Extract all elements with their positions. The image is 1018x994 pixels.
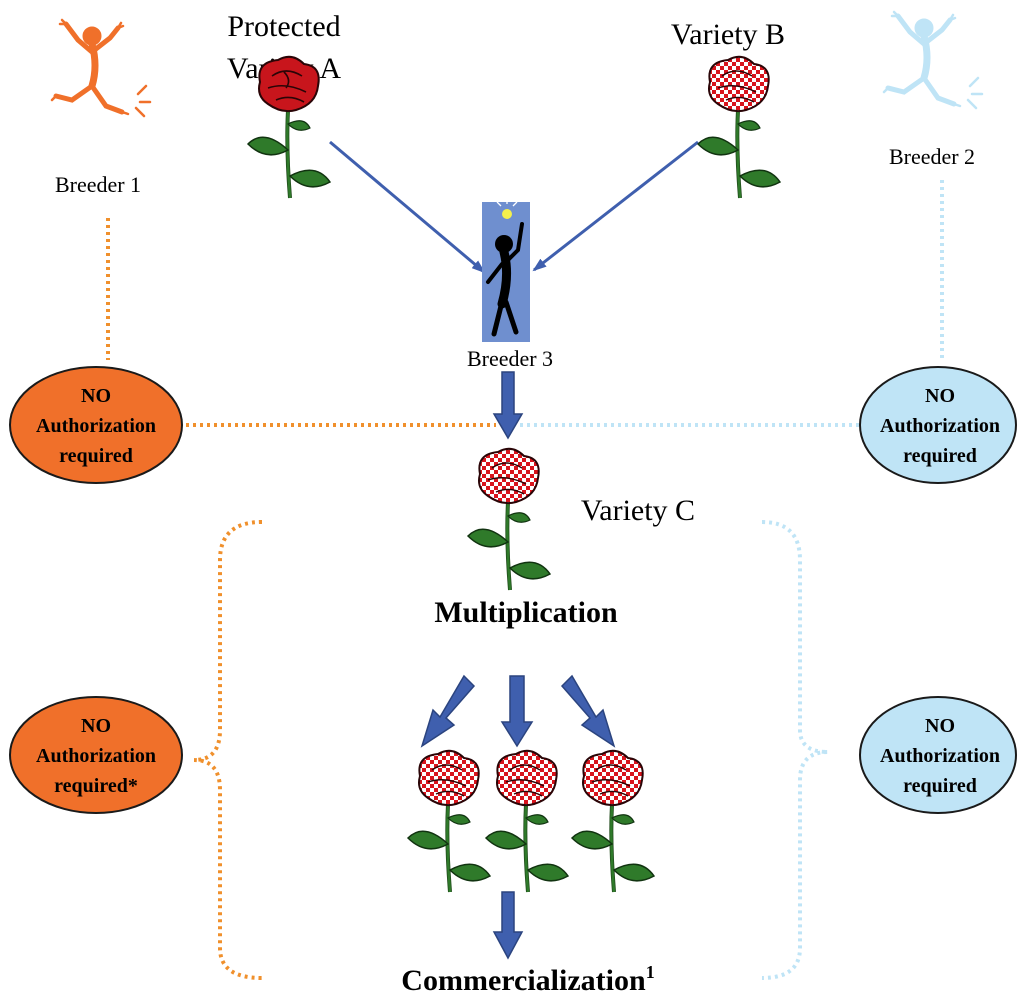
svg-text:required: required [903, 445, 977, 467]
variety-b-label: Variety B [671, 18, 785, 51]
auth-badge-breeder2-bottom: NO Authorization required [859, 696, 1017, 814]
arrow-multiply-left [420, 674, 476, 748]
protected-variety-a: Protected Variety A [227, 10, 341, 200]
commercialization-label: Commercialization1 [401, 962, 654, 994]
svg-text:required: required [59, 445, 133, 467]
breeder-1-label: Breeder 1 [55, 172, 141, 197]
auth-badge-breeder1-bottom: NO Authorization required* [9, 696, 183, 814]
rose-icon [570, 748, 656, 894]
rose-icon [246, 54, 332, 200]
svg-text:Authorization: Authorization [36, 415, 156, 437]
dancing-figure-icon [52, 20, 150, 116]
svg-text:NO: NO [81, 715, 111, 737]
arrow-variety-a-to-breeder3 [329, 140, 486, 274]
breeder-2-label: Breeder 2 [889, 144, 975, 169]
breeder-3-label: Breeder 3 [467, 346, 553, 371]
svg-text:NO: NO [925, 715, 955, 737]
multiplied-roses [406, 748, 656, 894]
variety-c: Variety C [466, 446, 695, 592]
breeder-2: Breeder 2 [884, 12, 982, 169]
breeder2-connectors [520, 180, 944, 980]
thinking-person-lightbulb-icon [486, 199, 524, 337]
svg-text:NO: NO [925, 385, 955, 407]
breeder-3: Breeder 3 [467, 199, 553, 371]
svg-text:required*: required* [54, 775, 138, 797]
rose-icon [466, 446, 552, 592]
breeder1-connectors [106, 218, 496, 980]
rose-icon [696, 54, 782, 200]
auth-badge-breeder2-top: NO Authorization required [859, 366, 1017, 484]
multiplication-arrows [420, 674, 616, 748]
commercialization-footnote-mark: 1 [646, 962, 655, 982]
arrow-multiply-right [560, 674, 616, 748]
breeder-1: Breeder 1 [52, 20, 150, 197]
variety-b: Variety B [671, 18, 785, 200]
multiplication-label: Multiplication [434, 596, 618, 629]
arrow-multiply-center [500, 675, 534, 748]
variety-c-label: Variety C [581, 494, 695, 527]
rose-icon [484, 748, 570, 894]
rose-icon [406, 748, 492, 894]
svg-text:Authorization: Authorization [36, 745, 156, 767]
auth-badge-breeder1-top: NO Authorization required [9, 366, 183, 484]
dancing-figure-icon [884, 12, 982, 108]
variety-a-label-line1: Protected [227, 10, 340, 43]
arrow-variety-b-to-breeder3 [532, 140, 699, 272]
arrow-to-commercialization [492, 891, 524, 960]
svg-text:required: required [903, 775, 977, 797]
arrow-breeder3-to-variety-c [492, 371, 524, 440]
svg-text:Authorization: Authorization [880, 415, 1000, 437]
svg-text:NO: NO [81, 385, 111, 407]
svg-text:Authorization: Authorization [880, 745, 1000, 767]
